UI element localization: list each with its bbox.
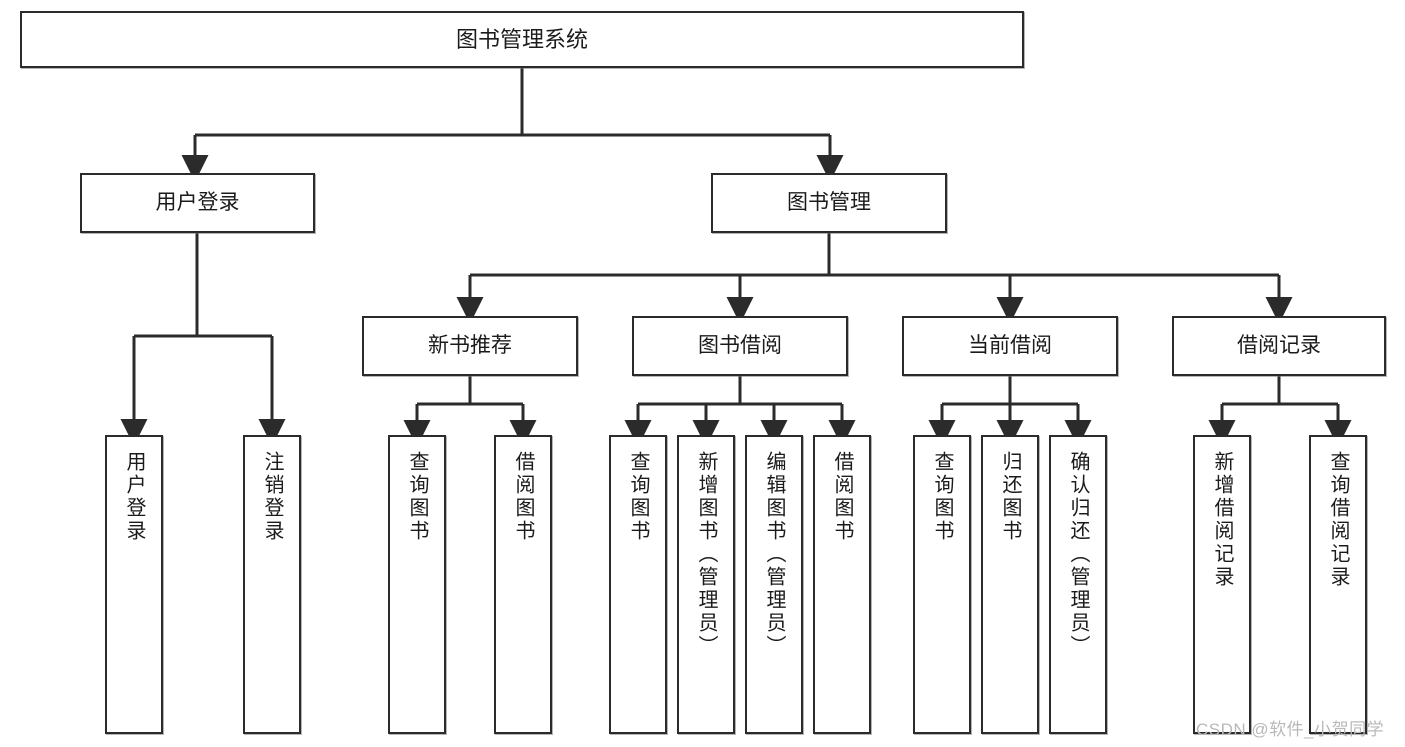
leaf-query-book-recommend-label: 查询图书	[406, 451, 428, 543]
leaf-borrow-book[interactable]: 借阅图书	[813, 435, 871, 734]
leaf-logout-label: 注销登录	[261, 451, 283, 543]
leaf-edit-book-admin[interactable]: 编辑图书（管理员）	[745, 435, 803, 734]
leaf-edit-book-admin-label: 编辑图书（管理员）	[763, 451, 785, 658]
node-user-login-label: 用户登录	[155, 190, 240, 214]
node-book-management[interactable]: 图书管理	[711, 173, 947, 233]
leaf-query-book-current-label: 查询图书	[931, 451, 953, 543]
node-new-book-recommend-label: 新书推荐	[428, 333, 512, 357]
node-borrow-record[interactable]: 借阅记录	[1172, 316, 1386, 376]
leaf-add-book-admin-label: 新增图书（管理员）	[695, 451, 717, 658]
leaf-logout[interactable]: 注销登录	[243, 435, 301, 734]
leaf-borrow-book-label: 借阅图书	[831, 451, 853, 543]
node-user-login[interactable]: 用户登录	[80, 173, 315, 233]
leaf-query-book-borrow[interactable]: 查询图书	[609, 435, 667, 734]
leaf-borrow-book-recommend-label: 借阅图书	[512, 451, 534, 543]
node-current-borrow-label: 当前借阅	[968, 333, 1052, 357]
node-new-book-recommend[interactable]: 新书推荐	[362, 316, 578, 376]
leaf-add-borrow-record[interactable]: 新增借阅记录	[1193, 435, 1251, 734]
leaf-add-borrow-record-label: 新增借阅记录	[1211, 451, 1233, 589]
node-borrow-record-label: 借阅记录	[1237, 333, 1321, 357]
leaf-query-book-current[interactable]: 查询图书	[913, 435, 971, 734]
leaf-confirm-return-admin[interactable]: 确认归还（管理员）	[1049, 435, 1107, 734]
leaf-confirm-return-admin-label: 确认归还（管理员）	[1067, 451, 1089, 658]
leaf-query-borrow-record-label: 查询借阅记录	[1327, 451, 1349, 589]
node-root-label: 图书管理系统	[455, 26, 588, 52]
leaf-query-book-recommend[interactable]: 查询图书	[388, 435, 446, 734]
leaf-query-borrow-record[interactable]: 查询借阅记录	[1309, 435, 1367, 734]
node-book-management-label: 图书管理	[787, 190, 871, 214]
leaf-query-book-borrow-label: 查询图书	[627, 451, 649, 543]
node-current-borrow[interactable]: 当前借阅	[902, 316, 1118, 376]
watermark: CSDN @软件_小贺同学	[1196, 720, 1385, 739]
node-book-borrow-label: 图书借阅	[698, 333, 782, 357]
leaf-add-book-admin[interactable]: 新增图书（管理员）	[677, 435, 735, 734]
leaf-borrow-book-recommend[interactable]: 借阅图书	[494, 435, 552, 734]
leaf-user-login[interactable]: 用户登录	[105, 435, 163, 734]
node-root[interactable]: 图书管理系统	[20, 11, 1024, 68]
leaf-return-book[interactable]: 归还图书	[981, 435, 1039, 734]
leaf-return-book-label: 归还图书	[999, 451, 1021, 543]
node-book-borrow[interactable]: 图书借阅	[632, 316, 848, 376]
leaf-user-login-label: 用户登录	[123, 451, 145, 543]
